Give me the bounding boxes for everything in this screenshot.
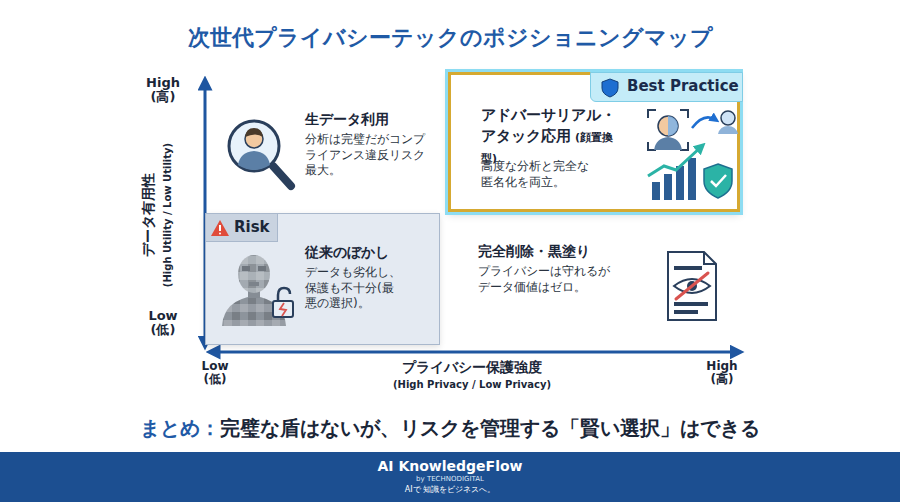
diagram-label: まとめ：	[140, 415, 220, 441]
diagram-label: (High Utility / Low Utility)	[161, 143, 174, 287]
pixel-overlay	[238, 255, 270, 293]
magnifier-icon	[229, 121, 291, 186]
shield-icon	[704, 164, 732, 198]
shield-check	[711, 175, 726, 186]
node-text: by TECHNODIGITAL	[0, 475, 900, 484]
scan-frame	[648, 110, 688, 150]
best-practice-badge: Best Practice	[590, 72, 743, 102]
node-heading: Risk	[234, 218, 278, 238]
risk-tab: Risk	[206, 214, 278, 242]
diagram-label: プライバシー保護強度	[352, 358, 592, 376]
document-fold	[704, 252, 716, 264]
warning-triangle	[211, 220, 229, 236]
swapped-shoulders	[718, 126, 738, 134]
warning-dot	[219, 233, 221, 235]
diagram-label: Low (低)	[192, 360, 238, 386]
node-text: AIで 知識をビジネスへ。	[0, 485, 900, 495]
face-mask	[668, 116, 678, 136]
unlock-icon	[273, 288, 293, 317]
warning-icon	[211, 220, 229, 236]
pixel-eye	[242, 266, 250, 271]
trend-arrow	[648, 146, 702, 176]
lock-shackle	[278, 288, 290, 302]
person-hair	[245, 128, 263, 137]
diagram-label: High (高)	[699, 360, 745, 386]
node-text: データも劣化し、保護も不十分(最悪の選択)。	[305, 265, 405, 312]
best-practice-box: Best Practiceアドバーサリアル・アタック応用(顔置換型)高度な分析と…	[448, 72, 740, 212]
pixel-eye	[258, 266, 266, 271]
blurred-neck	[248, 288, 260, 298]
lock-body	[273, 301, 293, 317]
badge-shield	[602, 79, 618, 97]
redacted-document-icon	[668, 252, 716, 320]
warning-mark	[219, 225, 221, 231]
blurred-face-icon	[222, 255, 286, 326]
face-head	[658, 116, 678, 136]
diagram-label: データ有用性	[139, 173, 157, 257]
person-shoulders	[238, 151, 270, 170]
swap-arrow	[692, 117, 716, 128]
risk-box: Risk 従来のぼかしデータも劣化し、保護も不十分(最悪の選択)。	[205, 213, 440, 345]
redaction-bar	[674, 266, 702, 270]
diagram-label: 完璧な盾はないが、リスクを管理する「賢い選択」はできる	[220, 415, 760, 441]
eye-slash	[676, 273, 708, 299]
person-head	[245, 130, 263, 148]
node-heading: 従来のぼかし	[305, 243, 435, 261]
privacy-axis	[210, 351, 740, 354]
node-heading: AI KnowledgeFlow	[0, 457, 900, 475]
diagram-label: High (高)	[140, 76, 186, 105]
node-text: 高度な分析と完全な匿名化を両立。	[481, 159, 593, 190]
blurred-head	[238, 255, 270, 293]
pixel-overlay	[222, 296, 286, 326]
eye-pupil	[687, 281, 697, 291]
diagram-label: Low (低)	[140, 309, 186, 338]
diagram-label: 完全削除・黒塗り	[478, 242, 648, 260]
chart-bar	[652, 182, 660, 200]
diagram-label: プライバシーは守れるがデータ価値はゼロ。	[478, 264, 612, 295]
eye-outline	[674, 279, 710, 293]
magnifier-handle	[273, 166, 291, 186]
node-heading: Best Practice	[627, 77, 742, 97]
redaction-bar	[674, 302, 708, 306]
footer-band: AI KnowledgeFlowby TECHNODIGITALAIで 知識をビ…	[0, 452, 900, 502]
diagram-title: 次世代プライバシーテックのポジショニングマップ	[0, 24, 900, 53]
redaction-bar	[674, 310, 698, 314]
blurred-shoulders	[222, 296, 286, 326]
heading-block: アドバーサリアル・アタック応用(顔置換型)	[481, 105, 626, 167]
chart-bar	[688, 158, 696, 200]
chart-bar	[664, 174, 672, 200]
diagram-label: (High Privacy / Low Privacy)	[342, 378, 602, 391]
face-shoulders	[654, 137, 682, 150]
swapped-head	[721, 111, 735, 125]
diagram-label: 分析は完璧だがコンプライアンス違反リスク最大。	[305, 132, 427, 179]
face-swap-icon	[648, 110, 738, 200]
lock-crack	[280, 303, 286, 316]
pixel-mouth	[249, 282, 259, 286]
chart-bar	[676, 166, 684, 200]
document-sheet	[668, 252, 716, 320]
magnifier-lens	[229, 121, 279, 171]
diagram-label: 生データ利用	[305, 110, 445, 128]
